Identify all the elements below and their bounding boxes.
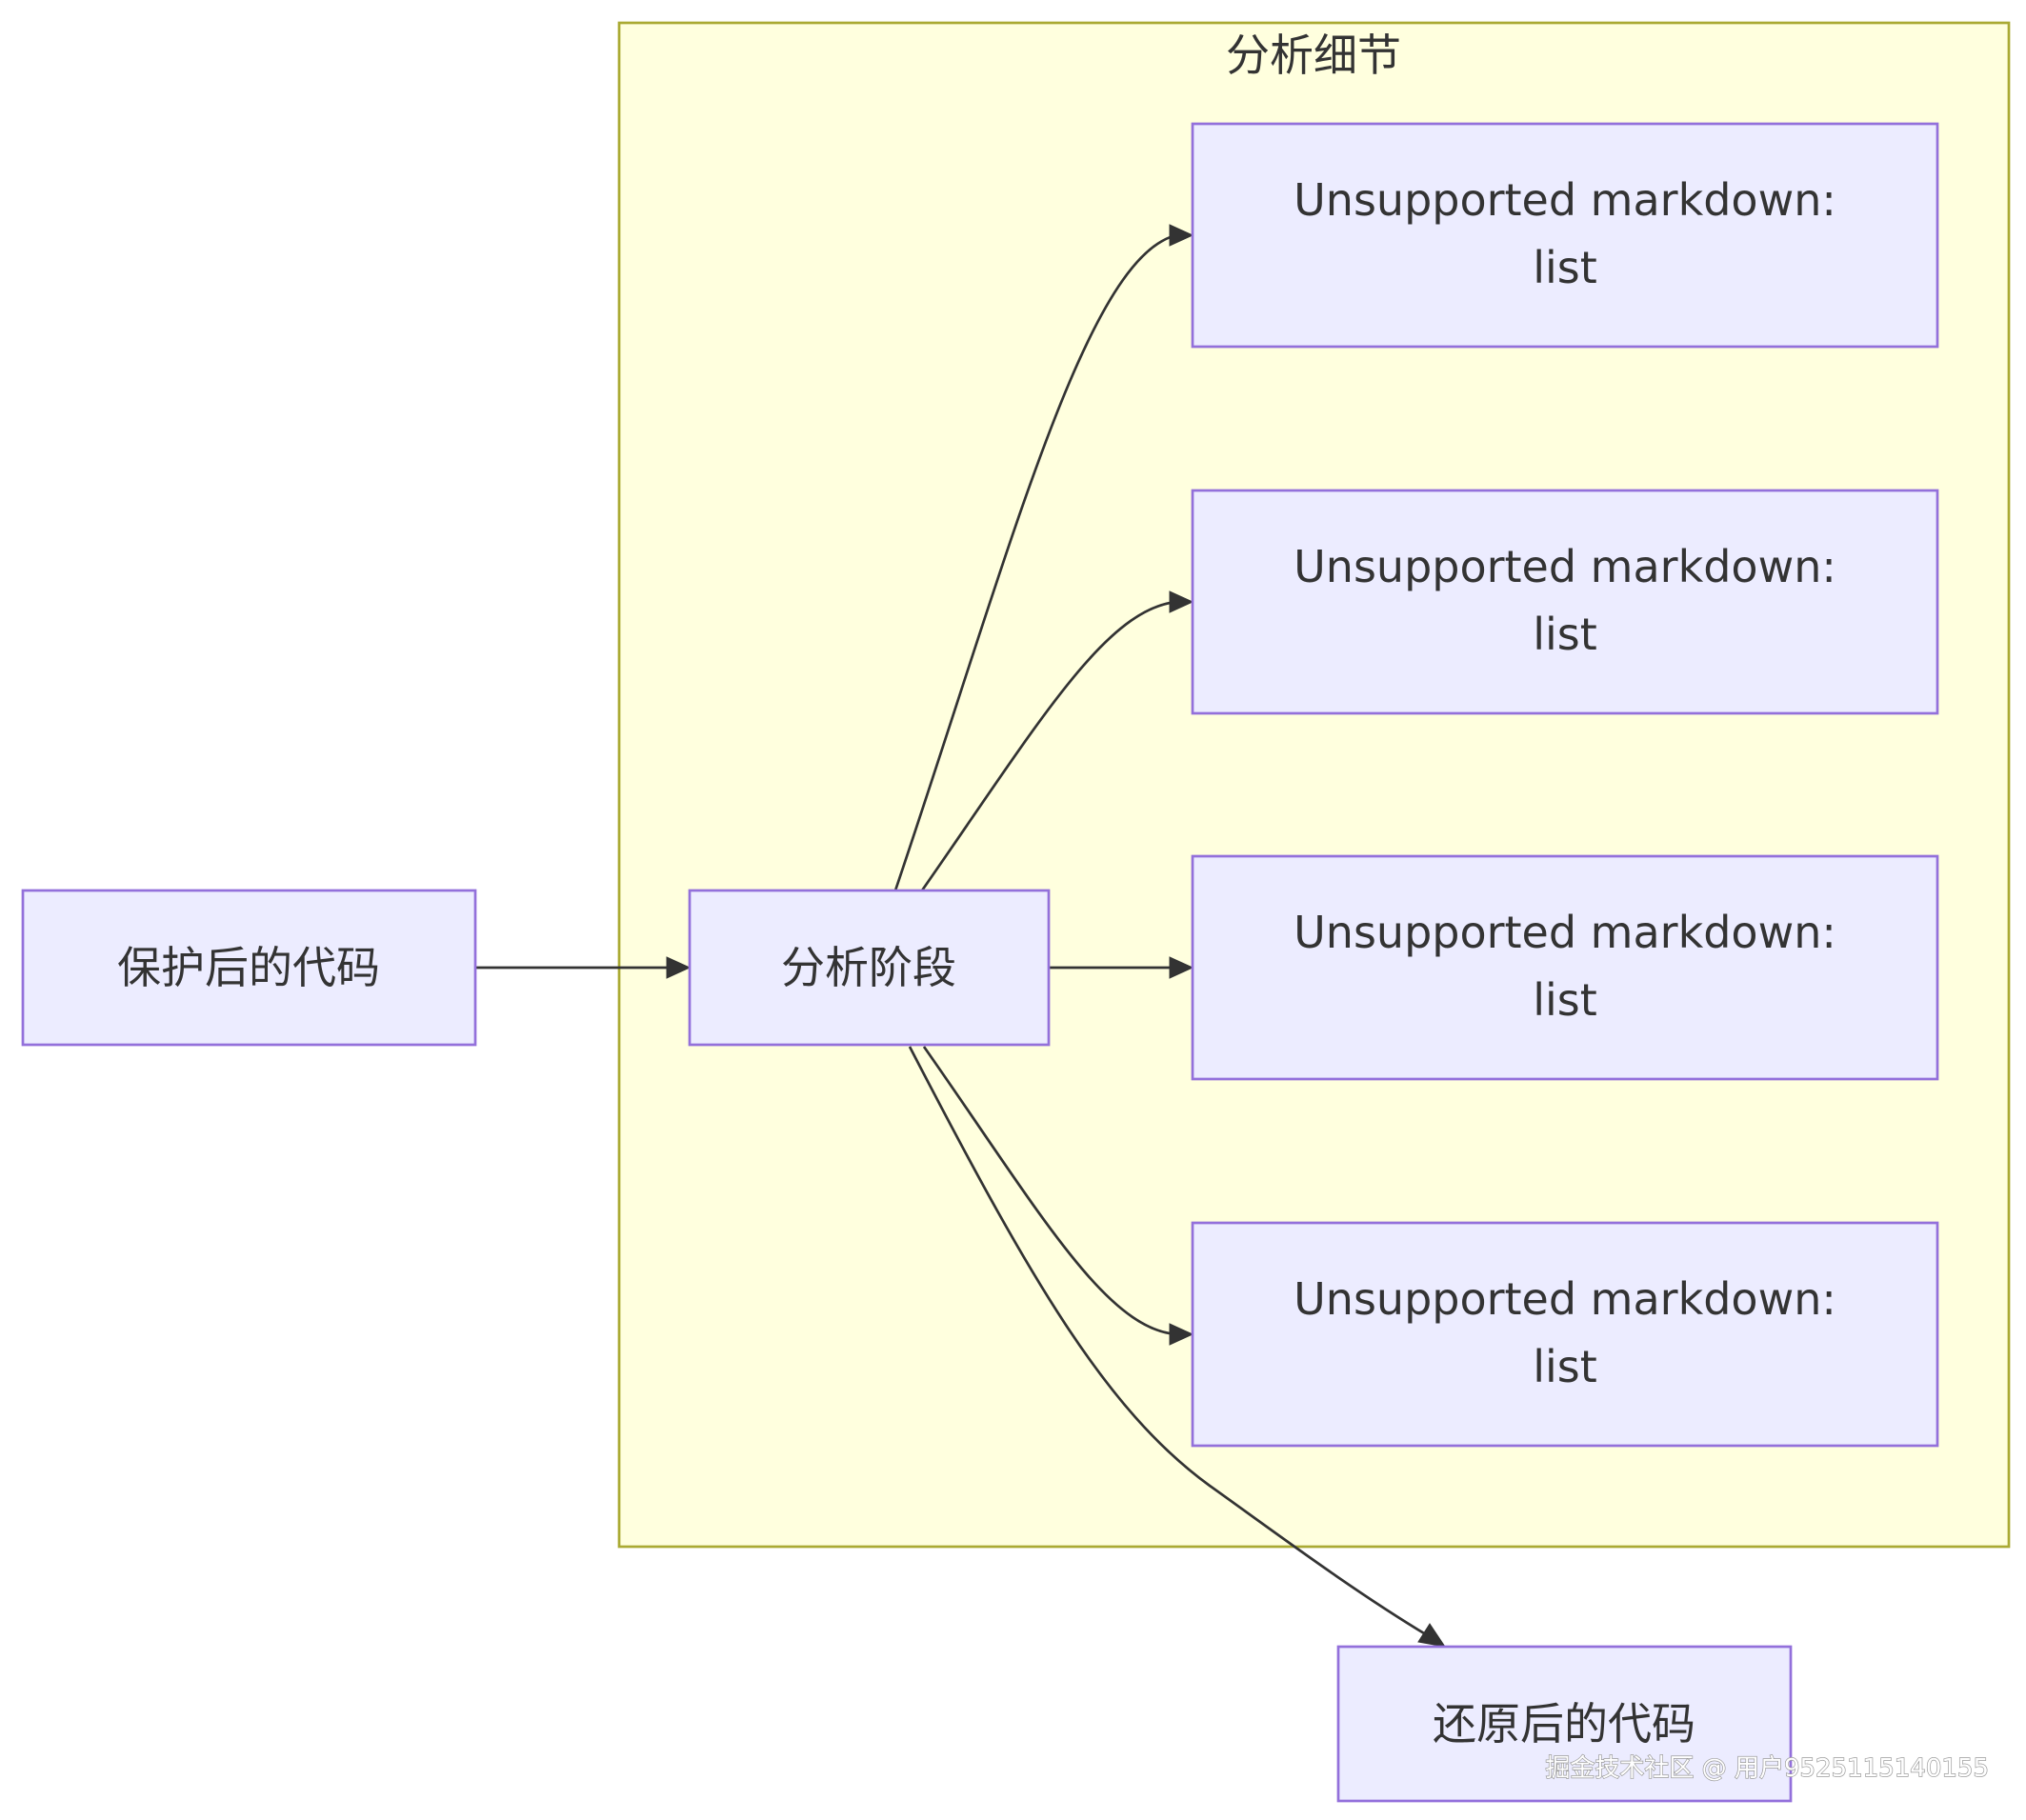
node-detail-2[interactable]: Unsupported markdown: list xyxy=(1191,489,1939,715)
node-box xyxy=(688,889,1051,1047)
watermark-text: 掘金技术社区 @ 用户9525115140155 xyxy=(1545,1754,1989,1783)
node-label-line-2: list xyxy=(1533,609,1597,660)
edge-analysis-to-detail-2 xyxy=(920,600,1177,891)
arrowhead-detail-2 xyxy=(1169,590,1194,613)
arrowhead-restored xyxy=(1417,1623,1447,1648)
node-protected-code[interactable]: 保护后的代码 xyxy=(21,889,477,1047)
node-label: 分析阶段 xyxy=(781,942,956,993)
edge-analysis-to-detail-1 xyxy=(893,233,1177,891)
node-restored-code[interactable]: 还原后的代码 xyxy=(1336,1645,1793,1803)
edges xyxy=(475,224,1447,1648)
arrowhead-analysis xyxy=(666,956,692,979)
node-box xyxy=(1191,489,1939,715)
node-label: 还原后的代码 xyxy=(1433,1698,1695,1750)
node-box xyxy=(1191,854,1939,1081)
edge-analysis-to-restored xyxy=(908,1046,1430,1638)
node-label-line-1: Unsupported markdown: xyxy=(1294,174,1836,226)
node-label-line-2: list xyxy=(1533,974,1597,1026)
node-label-line-2: list xyxy=(1533,1341,1597,1392)
arrowhead-detail-4 xyxy=(1169,1323,1194,1346)
node-box xyxy=(1191,122,1939,349)
node-label: 保护后的代码 xyxy=(117,942,380,993)
node-box xyxy=(1336,1645,1793,1803)
node-detail-4[interactable]: Unsupported markdown: list xyxy=(1191,1221,1939,1448)
node-label-line-1: Unsupported markdown: xyxy=(1294,1273,1836,1325)
node-label-line-1: Unsupported markdown: xyxy=(1294,907,1836,958)
node-label-line-1: Unsupported markdown: xyxy=(1294,541,1836,592)
arrowhead-detail-1 xyxy=(1169,224,1194,247)
arrowhead-detail-3 xyxy=(1169,956,1194,979)
edge-analysis-to-detail-4 xyxy=(922,1046,1177,1336)
node-analysis-stage[interactable]: 分析阶段 xyxy=(688,889,1051,1047)
subgraph-title: 分析细节 xyxy=(1226,30,1401,81)
node-label-line-2: list xyxy=(1533,242,1597,293)
node-detail-3[interactable]: Unsupported markdown: list xyxy=(1191,854,1939,1081)
node-box xyxy=(1191,1221,1939,1448)
node-box xyxy=(21,889,477,1047)
node-detail-1[interactable]: Unsupported markdown: list xyxy=(1191,122,1939,349)
